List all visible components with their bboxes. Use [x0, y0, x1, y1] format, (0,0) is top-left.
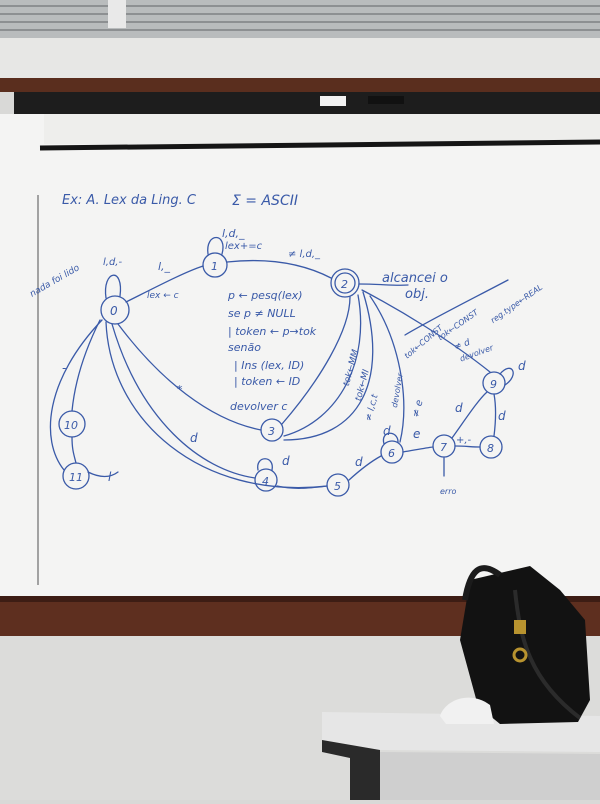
edge-11-0	[49, 319, 103, 471]
edge-3-2b	[283, 294, 362, 437]
state-circle-5	[326, 473, 350, 497]
loop-4	[257, 458, 273, 471]
edge-0-3	[117, 323, 262, 431]
state-label-11: 11	[69, 471, 83, 484]
edge-3-2c	[283, 291, 374, 441]
edge-8-9	[493, 393, 497, 437]
label-d-9: d	[455, 401, 463, 415]
edge-10-11	[71, 436, 77, 464]
label-d-loop9: d	[518, 359, 526, 373]
label-loop-0: l,d,-	[103, 257, 122, 268]
label-dash: -	[62, 361, 66, 375]
state-label-10: 10	[64, 419, 78, 432]
edge-7-9	[451, 391, 488, 439]
edge-3-2a	[281, 296, 351, 425]
loop-0	[104, 274, 122, 299]
loop-1	[207, 237, 224, 255]
state-circle-0	[100, 295, 130, 325]
state-label-1: 1	[211, 260, 218, 273]
state-label-2: 2	[341, 278, 348, 291]
accept-note-line1: alcancei o	[382, 271, 448, 286]
label-erro: erro	[440, 487, 457, 496]
board-top-frame	[0, 78, 600, 92]
loop-9	[499, 367, 514, 386]
state-label-8: 8	[487, 442, 494, 455]
label-to-1: l,_	[158, 260, 171, 273]
edge-6-2	[369, 295, 405, 443]
state-label-0: 0	[110, 304, 118, 318]
edge-7-8	[454, 445, 481, 448]
case-label-2	[368, 96, 404, 104]
edge-2-note	[358, 283, 409, 286]
label-not-e: ≠ e	[410, 399, 425, 419]
accept-note-line2: obj.	[405, 287, 429, 302]
label-d-loop4: d	[282, 454, 290, 468]
label-loop-11: l	[108, 470, 112, 484]
paper-tissue	[440, 697, 494, 724]
edge-4-5	[276, 485, 328, 489]
upper-wall	[0, 38, 600, 78]
state-label-3: 3	[268, 425, 275, 438]
edge-0-1	[125, 265, 204, 303]
code-line-7: devolver c	[230, 400, 287, 413]
edge-6-7	[402, 446, 434, 453]
state-label-6: 6	[388, 447, 395, 460]
state-label-9: 9	[490, 378, 497, 391]
code-line-3: | token ← p→tok	[228, 325, 317, 338]
label-lex-c: lex ← c	[147, 291, 179, 301]
code-line-1: p ← pesq(lex)	[227, 289, 303, 302]
bracket-line	[404, 279, 509, 336]
label-loop-1: l,d,_	[222, 227, 245, 240]
code-line-6: | token ← ID	[234, 375, 300, 388]
edge-0-4	[111, 323, 256, 479]
label-e: e	[413, 427, 420, 441]
screen-sheet	[44, 114, 600, 144]
edge-9-2	[361, 289, 491, 373]
loop-6	[382, 432, 399, 445]
code-line-4: senão	[228, 341, 261, 354]
label-d-5: d	[355, 455, 363, 469]
state-circle-1	[202, 252, 228, 278]
label-d-6: d	[383, 424, 391, 438]
black-bag	[460, 565, 590, 724]
ceiling-vents	[0, 5, 600, 31]
label-to-2: ≠ l,d,_	[288, 249, 321, 260]
code-line-2: se p ≠ NULL	[228, 307, 296, 320]
board-alphabet: Σ = ASCII	[232, 193, 298, 209]
state-label-7: 7	[440, 441, 447, 454]
state-circle-2	[330, 268, 360, 298]
projector-screen-case	[14, 92, 600, 114]
code-line-5: | Ins (lex, ID)	[234, 359, 304, 372]
edge-1-2	[226, 259, 332, 279]
label-star: *	[177, 383, 183, 396]
case-label	[320, 96, 346, 106]
label-plus-minus: +,-	[456, 435, 472, 446]
whiteboard	[0, 114, 600, 596]
edge-0-10	[71, 319, 101, 412]
desk-edge	[322, 740, 380, 800]
label-loop-1b: lex+=c	[225, 241, 263, 252]
loop-11	[87, 471, 119, 478]
state-label-5: 5	[334, 480, 341, 493]
label-d-4: d	[190, 431, 198, 445]
board-heading: Ex: A. Lex da Ling. C	[62, 193, 197, 208]
screen-bar	[39, 139, 600, 151]
edge-5-6	[348, 455, 382, 481]
state-circle-2-inner	[334, 272, 356, 294]
state-circle-4	[254, 468, 278, 492]
ceiling-bracket	[108, 0, 126, 28]
label-d-8: d	[498, 409, 506, 423]
state-label-4: 4	[262, 475, 269, 488]
